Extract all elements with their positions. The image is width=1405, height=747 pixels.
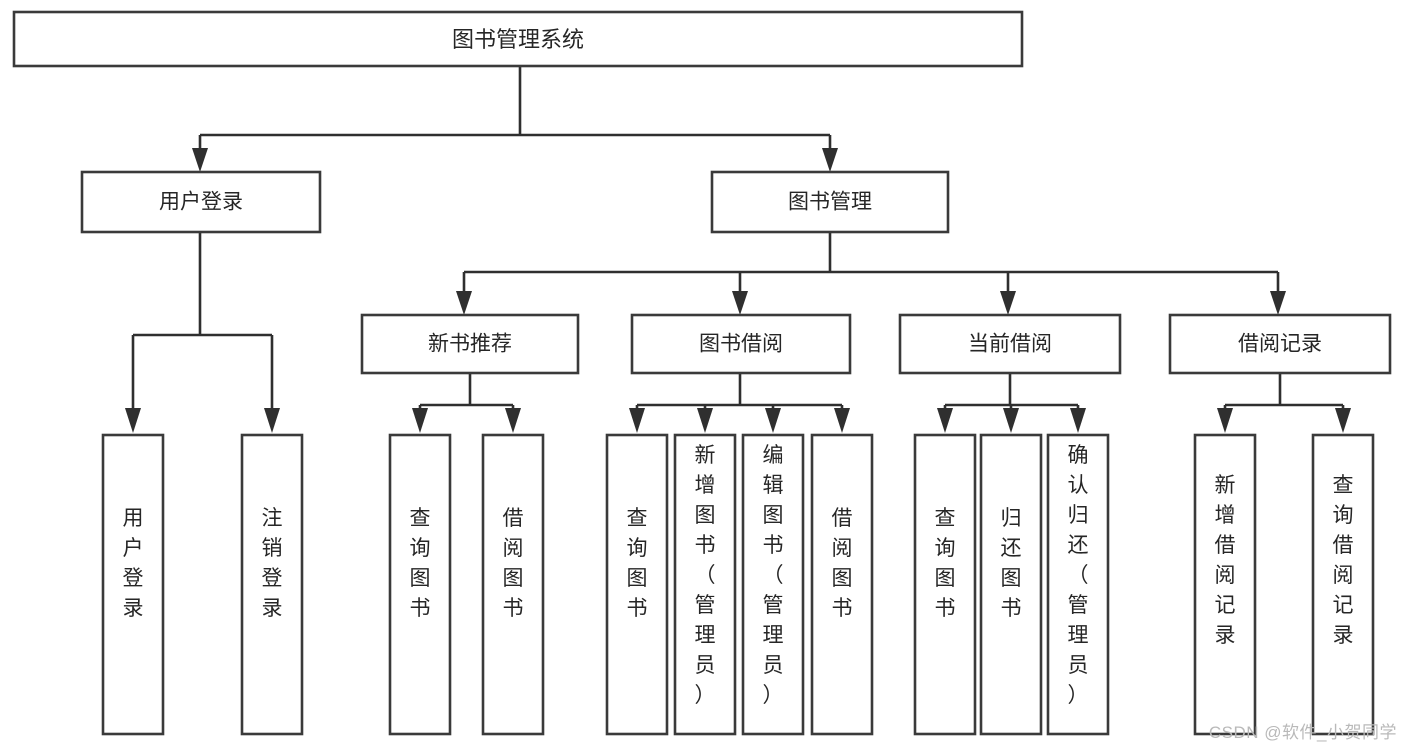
arrow-cur-query — [937, 408, 953, 433]
leaf-cur-confirm-label: 确认归还（管理员） — [1068, 444, 1089, 707]
arrow-cur-confirm — [1070, 408, 1086, 433]
node-bookmgmt-box[interactable] — [710, 170, 950, 234]
leaf-rcd-query-box[interactable] — [1311, 433, 1375, 736]
leaf-rec-borrow-label: 借阅图书 — [503, 507, 524, 620]
arrow-to-recommend — [456, 291, 472, 315]
node-current-box[interactable] — [898, 313, 1122, 375]
arrow-to-bookmgmt — [822, 148, 838, 172]
node-current-label: 当前借阅 — [968, 333, 1052, 356]
leaf-login-user[interactable]: 用户登录 — [101, 433, 165, 736]
leaf-bor-borrow-label: 借阅图书 — [832, 507, 853, 620]
node-records-box[interactable] — [1168, 313, 1392, 375]
arrow-to-login — [192, 148, 208, 172]
arrow-cur-return — [1003, 408, 1019, 433]
node-root[interactable]: 图书管理系统 — [12, 10, 1024, 68]
arrow-rec-borrow — [505, 408, 521, 433]
leaf-layer: 用户登录 注销登录 查询图书 借阅图书 查询图书 新增图书 — [101, 433, 1375, 736]
arrow-rec-query — [412, 408, 428, 433]
leaf-rcd-add-box[interactable] — [1193, 433, 1257, 736]
node-root-box[interactable] — [12, 10, 1024, 68]
leaf-bor-query[interactable]: 查询图书 — [605, 433, 669, 736]
leaf-bor-borrow[interactable]: 借阅图书 — [810, 433, 874, 736]
arrow-bor-borrow — [834, 408, 850, 433]
node-login-box[interactable] — [80, 170, 322, 234]
leaf-bor-borrow-box[interactable] — [810, 433, 874, 736]
leaf-cur-query[interactable]: 查询图书 — [913, 433, 977, 736]
arrow-rcd-query — [1335, 408, 1351, 433]
leaf-bor-query-box[interactable] — [605, 433, 669, 736]
leaf-rcd-add[interactable]: 新增借阅记录 — [1193, 433, 1257, 736]
leaf-cur-return-box[interactable] — [979, 433, 1043, 736]
node-bookmgmt-label: 图书管理 — [788, 191, 872, 214]
leaf-bor-edit-label: 编辑图书（管理员） — [763, 444, 784, 707]
arrow-to-records — [1270, 291, 1286, 315]
node-borrow[interactable]: 图书借阅 — [630, 313, 852, 375]
arrow-bor-add — [697, 408, 713, 433]
leaf-bor-add-label: 新增图书（管理员） — [695, 444, 716, 707]
arrow-rcd-add — [1217, 408, 1233, 433]
leaf-rec-borrow[interactable]: 借阅图书 — [481, 433, 545, 736]
node-records-label: 借阅记录 — [1238, 333, 1322, 356]
node-current[interactable]: 当前借阅 — [898, 313, 1122, 375]
leaf-bor-edit[interactable]: 编辑图书（管理员） — [741, 433, 805, 736]
node-recommend-label: 新书推荐 — [428, 333, 512, 356]
leaf-cur-return-label: 归还图书 — [1001, 507, 1022, 620]
node-borrow-label: 图书借阅 — [699, 333, 783, 356]
arrow-login-user — [125, 408, 141, 433]
leaf-bor-add-box[interactable] — [673, 433, 737, 736]
leaf-login-logout[interactable]: 注销登录 — [240, 433, 304, 736]
leaf-cur-return[interactable]: 归还图书 — [979, 433, 1043, 736]
leaf-rec-query-box[interactable] — [388, 433, 452, 736]
leaf-rec-query-label: 查询图书 — [410, 507, 431, 620]
arrow-bor-query — [629, 408, 645, 433]
leaf-bor-add[interactable]: 新增图书（管理员） — [673, 433, 737, 736]
leaf-rec-borrow-box[interactable] — [481, 433, 545, 736]
leaf-login-user-box[interactable] — [101, 433, 165, 736]
leaf-cur-query-label: 查询图书 — [935, 507, 956, 620]
node-bookmgmt[interactable]: 图书管理 — [710, 170, 950, 234]
arrow-to-borrow — [732, 291, 748, 315]
leaf-rec-query[interactable]: 查询图书 — [388, 433, 452, 736]
leaf-cur-confirm-box[interactable] — [1046, 433, 1110, 736]
arrow-to-current — [1000, 291, 1016, 315]
node-recommend[interactable]: 新书推荐 — [360, 313, 580, 375]
node-login-label: 用户登录 — [159, 191, 243, 214]
node-records[interactable]: 借阅记录 — [1168, 313, 1392, 375]
leaf-cur-confirm[interactable]: 确认归还（管理员） — [1046, 433, 1110, 736]
leaf-login-logout-label: 注销登录 — [262, 507, 283, 620]
leaf-login-user-label: 用户登录 — [123, 507, 144, 620]
leaf-rcd-add-label: 新增借阅记录 — [1215, 474, 1236, 647]
leaf-cur-query-box[interactable] — [913, 433, 977, 736]
leaf-bor-edit-box[interactable] — [741, 433, 805, 736]
leaf-rcd-query-label: 查询借阅记录 — [1333, 474, 1354, 647]
node-root-label: 图书管理系统 — [452, 27, 584, 52]
leaf-login-logout-box[interactable] — [240, 433, 304, 736]
arrow-bor-edit — [765, 408, 781, 433]
csdn-watermark: CSDN @软件_小贺同学 — [1208, 723, 1397, 742]
connector-layer — [125, 66, 1351, 433]
node-borrow-box[interactable] — [630, 313, 852, 375]
leaf-rcd-query[interactable]: 查询借阅记录 — [1311, 433, 1375, 736]
node-recommend-box[interactable] — [360, 313, 580, 375]
leaf-bor-query-label: 查询图书 — [627, 507, 648, 620]
arrow-login-logout — [264, 408, 280, 433]
node-login[interactable]: 用户登录 — [80, 170, 322, 234]
